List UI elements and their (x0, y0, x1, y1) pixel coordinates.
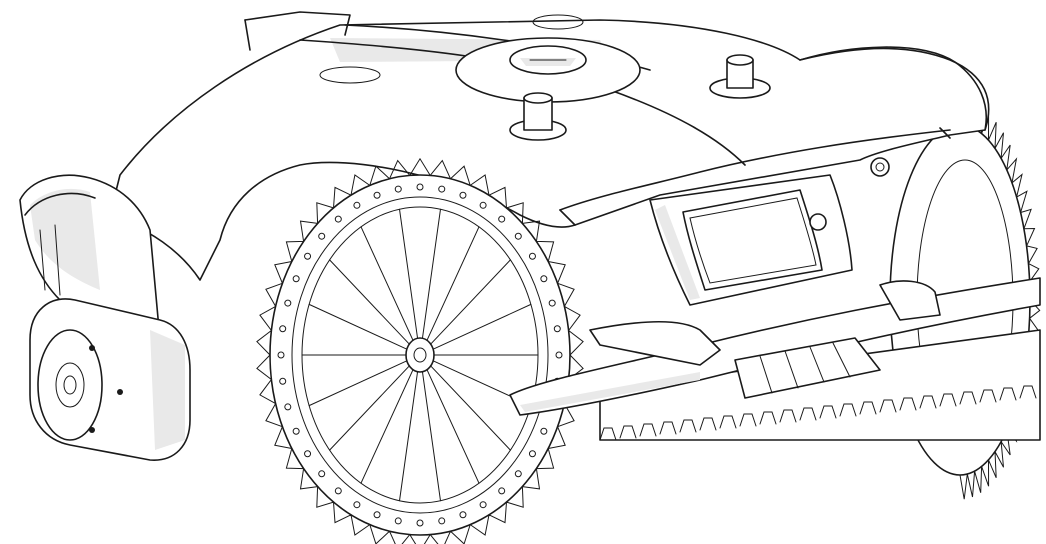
wheel-hole (459, 191, 467, 199)
wheel-hole (548, 299, 556, 307)
caster-wheel (29, 298, 191, 461)
wheel-hole (279, 377, 287, 385)
display-screen (682, 189, 823, 291)
wheel-hole (498, 487, 506, 495)
wheel-hole (318, 470, 326, 478)
wheel-hole (514, 470, 522, 478)
wheel-spoke (360, 226, 414, 341)
wheel-teeth (256, 157, 584, 544)
wheel-hole (459, 511, 467, 519)
wheel-spoke (329, 259, 410, 345)
wheel-hole (292, 275, 300, 283)
wheel-hole (334, 215, 342, 223)
rear-left-fender (19, 174, 161, 341)
wheel-spoke (360, 369, 414, 484)
wheel-hole (284, 299, 292, 307)
wheel-hole (277, 351, 285, 359)
wheel-hole (353, 501, 361, 509)
wheel-hole (394, 185, 402, 193)
wheel-hole (373, 191, 381, 199)
wheel-hole (553, 325, 561, 333)
wheel-teeth (599, 385, 1037, 441)
wheel-hole (528, 450, 536, 458)
wheel-hole (353, 201, 361, 209)
wheel-hole (279, 325, 287, 333)
wheel-hole (528, 252, 536, 260)
wheel-spoke (308, 303, 408, 350)
wheel-hole (334, 487, 342, 495)
wheel-hole (394, 517, 402, 525)
wheel-hole (416, 519, 424, 527)
solar-panel (734, 337, 881, 399)
wheel-hole (284, 403, 292, 411)
wheel-spoke (399, 371, 419, 502)
front-right-wheel (599, 329, 1041, 441)
wheel-hole (479, 501, 487, 509)
wheel-spoke (421, 371, 441, 502)
shell-vent (319, 66, 381, 84)
wheel-hole (304, 450, 312, 458)
wheel-hole (540, 427, 548, 435)
power-button (809, 213, 827, 231)
wheel-hole (373, 511, 381, 519)
wheel-spoke (426, 226, 480, 341)
wheel-hole (438, 185, 446, 193)
stop-knob (455, 37, 641, 103)
wheel-hole (498, 215, 506, 223)
wheel-spoke (430, 259, 511, 345)
wheel-hole (416, 183, 424, 191)
height-adjust-knob (509, 92, 567, 141)
front-bumper (509, 277, 1041, 416)
wheel-hole (479, 201, 487, 209)
wheel-hole (318, 232, 326, 240)
wheel-hole (555, 351, 563, 359)
wheel-spoke (399, 208, 419, 339)
wheel-hole (514, 232, 522, 240)
front-left-wheel (256, 157, 584, 544)
wheel-hole (292, 427, 300, 435)
side-bolt (870, 157, 890, 177)
wheel-spoke (426, 369, 480, 484)
wheel-hole (438, 517, 446, 525)
wheel-spoke (308, 360, 408, 407)
wheel-spoke (432, 303, 532, 350)
rain-sensor (709, 54, 771, 99)
wheel-hole (540, 275, 548, 283)
wheel-spoke (430, 365, 511, 451)
shell-cap (532, 14, 584, 30)
wheel-spoke (329, 365, 410, 451)
wheel-spoke (421, 208, 441, 339)
wheel-hole (304, 252, 312, 260)
